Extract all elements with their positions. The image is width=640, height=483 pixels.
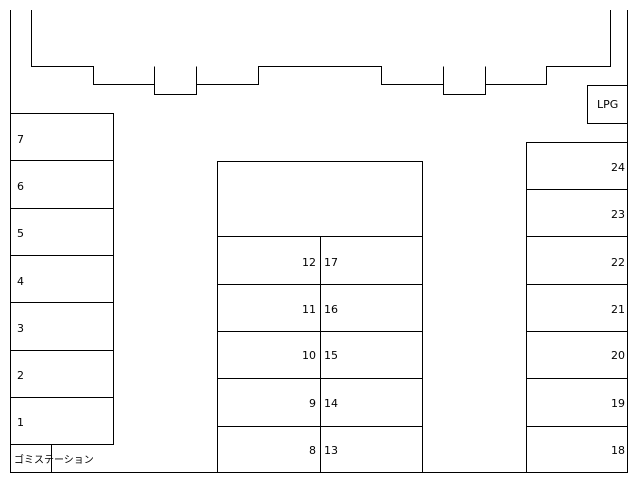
- lpg-label: LPG: [597, 98, 619, 111]
- right-stall-block: [526, 142, 628, 473]
- stall-number-17: 17: [324, 256, 338, 269]
- stall-number-18: 18: [611, 444, 625, 457]
- stall-number-12: 12: [302, 256, 316, 269]
- stall-number-21: 21: [611, 303, 625, 316]
- garbage-station-label: ゴミステーション: [14, 455, 94, 466]
- stall-number-15: 15: [324, 349, 338, 362]
- building-outline: [31, 10, 611, 95]
- stall-number-23: 23: [611, 208, 625, 221]
- stall-number-2: 2: [17, 369, 24, 382]
- stall-number-16: 16: [324, 303, 338, 316]
- stall-number-24: 24: [611, 161, 625, 174]
- stall-number-4: 4: [17, 275, 24, 288]
- stall-number-22: 22: [611, 256, 625, 269]
- stall-number-7: 7: [17, 133, 24, 146]
- stall-number-20: 20: [611, 349, 625, 362]
- lpg-storage: [587, 85, 628, 124]
- stall-number-14: 14: [324, 397, 338, 410]
- stall-number-11: 11: [302, 303, 316, 316]
- stall-number-5: 5: [17, 227, 24, 240]
- stall-number-1: 1: [17, 416, 24, 429]
- stall-number-10: 10: [302, 349, 316, 362]
- stall-number-9: 9: [309, 397, 316, 410]
- stall-number-19: 19: [611, 397, 625, 410]
- stall-number-3: 3: [17, 322, 24, 335]
- left-stall-block: [10, 113, 114, 445]
- stall-number-13: 13: [324, 444, 338, 457]
- stall-number-8: 8: [309, 444, 316, 457]
- stall-number-6: 6: [17, 180, 24, 193]
